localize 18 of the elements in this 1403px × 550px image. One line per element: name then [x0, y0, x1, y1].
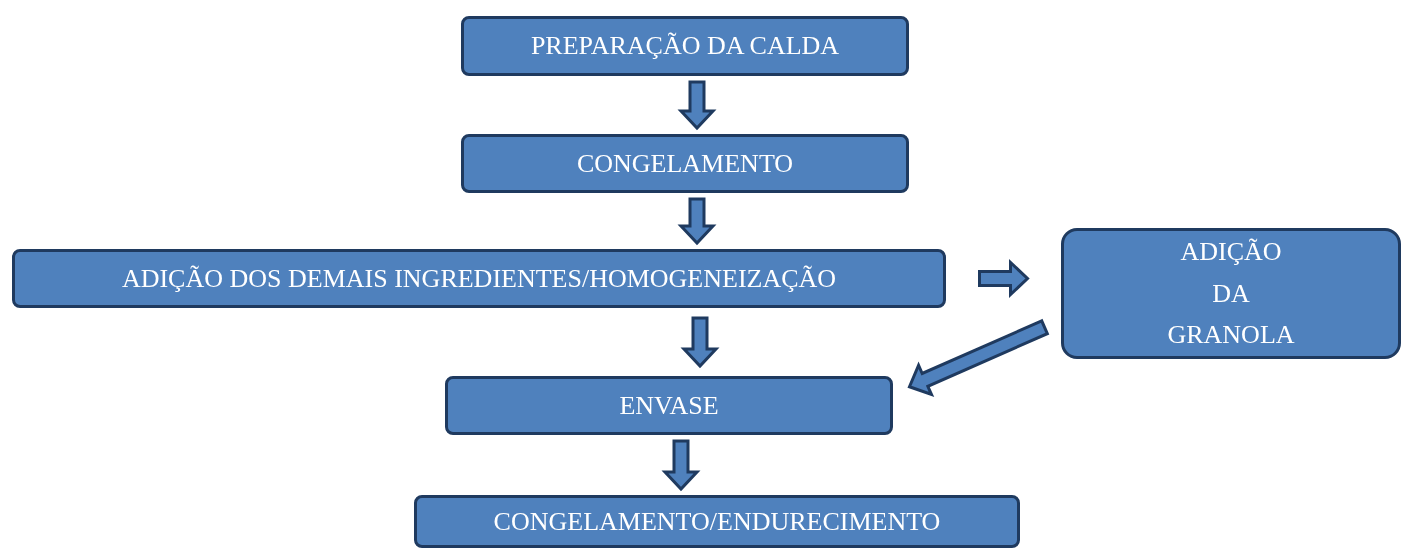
step-label: CONGELAMENTO: [576, 147, 794, 180]
process-box: [461, 16, 909, 76]
process-box: [414, 495, 1020, 548]
block-arrow: [677, 80, 717, 131]
block-arrow: [661, 439, 701, 492]
block-arrow: [907, 318, 1050, 398]
step-label: ENVASE: [619, 389, 719, 422]
block-arrow: [680, 316, 720, 369]
process-box: [461, 134, 909, 193]
process-box: [1061, 228, 1401, 359]
step-label: ADIÇÃO DA GRANOLA: [1166, 236, 1296, 352]
step-label: CONGELAMENTO/ENDURECIMENTO: [493, 505, 941, 538]
step-label: ADIÇÃO DOS DEMAIS INGREDIENTES/HOMOGENEIZAÇÃO: [121, 262, 837, 295]
process-box: [445, 376, 893, 435]
block-arrow: [677, 197, 717, 246]
step-label: PREPARAÇÃO DA CALDA: [530, 30, 840, 63]
block-arrow: [978, 259, 1030, 298]
process-box: [12, 249, 946, 308]
